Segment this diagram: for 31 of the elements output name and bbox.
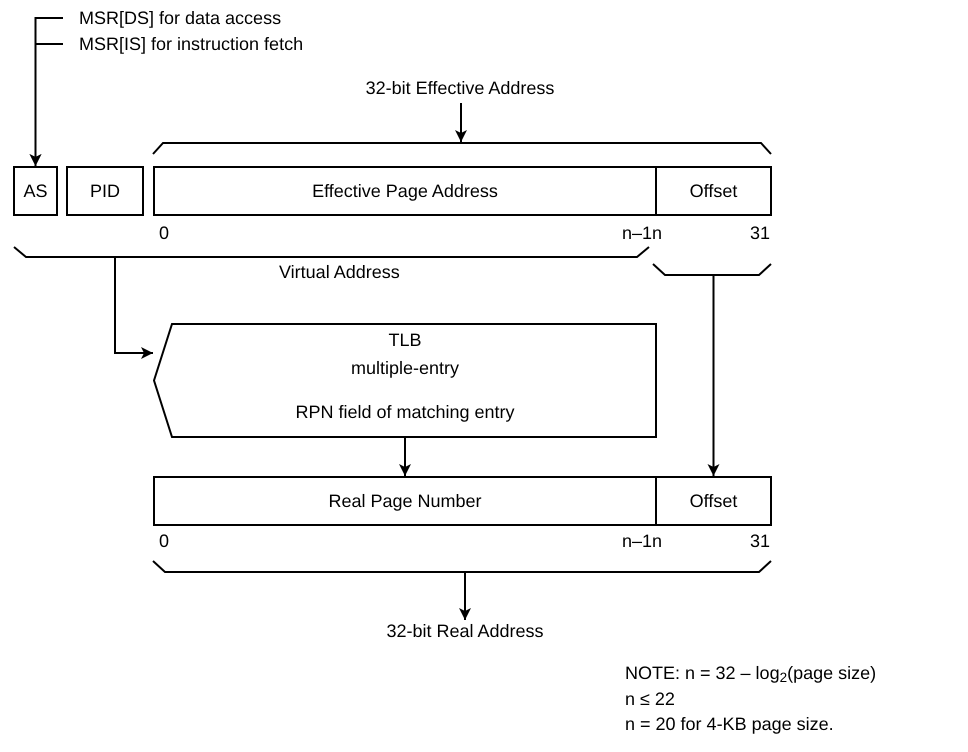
bit-number: n–1: [620, 222, 652, 244]
tlb-text: TLB: [388, 329, 422, 351]
bit-number: n: [652, 222, 664, 244]
arrow: [455, 103, 467, 142]
annotation-text: MSR[DS] for data access: [79, 7, 379, 29]
field-box: Offset: [655, 166, 772, 216]
bit-number: n: [652, 530, 664, 552]
bit-number: 31: [748, 530, 770, 552]
arrow: [459, 573, 471, 620]
arrow: [399, 438, 411, 476]
arrow: [708, 276, 720, 476]
field-box: Offset: [655, 476, 772, 526]
bit-number: n–1: [620, 530, 652, 552]
bracket-label: Virtual Address: [279, 261, 400, 283]
arrow: [30, 43, 63, 166]
field-box: AS: [13, 166, 58, 216]
note-text: n ≤ 22: [625, 688, 676, 710]
note-text: n = 20 for 4-KB page size.: [625, 713, 835, 735]
annotation-text: 32-bit Effective Address: [360, 77, 560, 99]
bit-number: 0: [159, 530, 170, 552]
note-text: NOTE: n = 32 – log$_{2}$(page size): [625, 662, 878, 684]
bit-number: 0: [159, 222, 170, 244]
field-box: Effective Page Address: [153, 166, 657, 216]
annotation-text: 32-bit Real Address: [365, 620, 565, 642]
field-box: Real Page Number: [153, 476, 657, 526]
tlb-text: RPN field of matching entry: [295, 401, 515, 423]
field-box: PID: [66, 166, 144, 216]
annotation-text: MSR[IS] for instruction fetch: [79, 33, 379, 55]
tlb-text: multiple-entry: [350, 357, 460, 379]
bit-number: 31: [748, 222, 770, 244]
arrow: [114, 258, 153, 359]
